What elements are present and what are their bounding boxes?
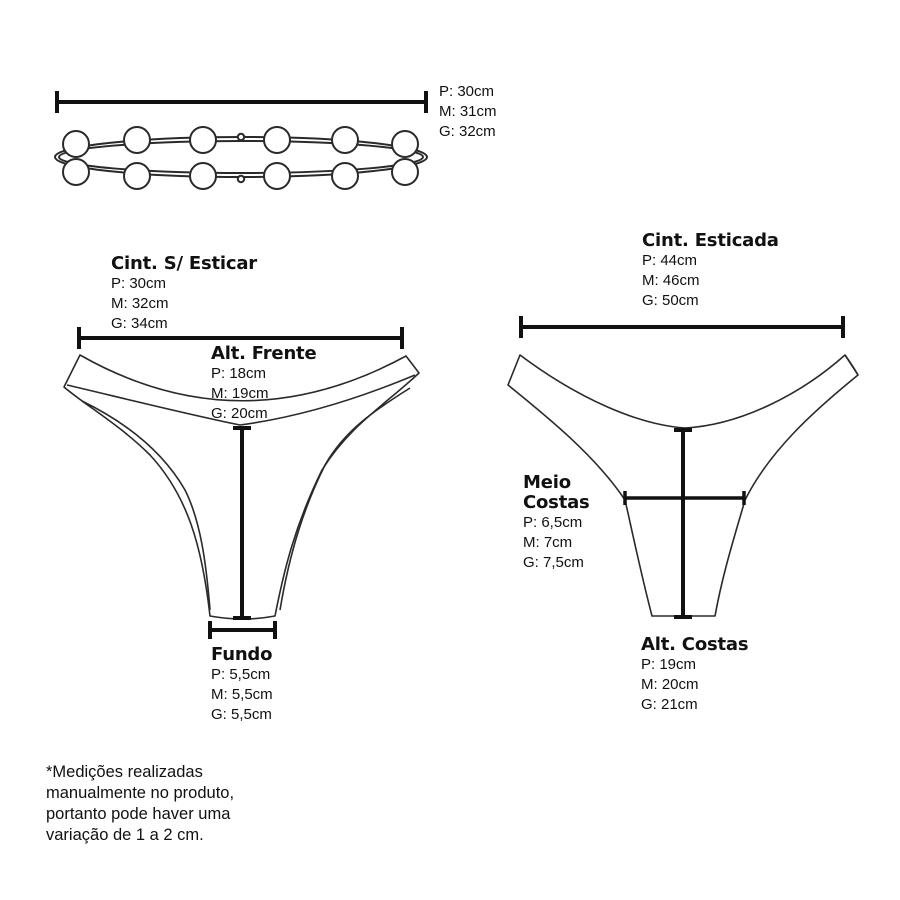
chain-bead [123, 126, 151, 154]
chain-clasp-ring [236, 174, 246, 184]
front-bottom-title: Fundo [211, 644, 273, 665]
back-waist-m: M: 46cm [642, 272, 700, 289]
chain-bead [189, 162, 217, 190]
front-height-title: Alt. Frente [211, 343, 317, 364]
chain-bead [331, 162, 359, 190]
back-height-g: G: 21cm [641, 696, 698, 713]
front-height-g: G: 20cm [211, 405, 268, 422]
back-height-label: Alt. Costas P: 19cm M: 20cm G: 21cm [641, 634, 749, 715]
front-bottom-label: Fundo P: 5,5cm M: 5,5cm G: 5,5cm [211, 645, 273, 725]
front-height-line [233, 426, 251, 620]
back-mid-title-line1: Meio [523, 472, 571, 493]
chain-measure-line [55, 91, 428, 113]
chain-bead [189, 126, 217, 154]
footnote-line-4: variação de 1 a 2 cm. [46, 826, 204, 844]
footnote-line-3: portanto pode haver uma [46, 805, 231, 823]
back-height-title: Alt. Costas [641, 634, 749, 655]
back-height-m: M: 20cm [641, 676, 699, 693]
back-waist-p: P: 44cm [642, 252, 698, 269]
back-waist-line [519, 316, 845, 338]
chain-bead [263, 162, 291, 190]
front-waist-title: Cint. S/ Esticar [111, 253, 257, 274]
front-bottom-m: M: 5,5cm [211, 686, 273, 703]
front-bottom-width-line [208, 621, 277, 639]
front-height-m: M: 19cm [211, 385, 269, 402]
chain-clasp-ring [236, 132, 246, 142]
back-waist-g: G: 50cm [642, 292, 699, 309]
front-waist-m: M: 32cm [111, 295, 169, 312]
chain-bead [62, 158, 90, 186]
chain-size-g: G: 32cm [439, 123, 496, 140]
front-height-p: P: 18cm [211, 365, 267, 382]
chain-bead [391, 130, 419, 158]
back-waist-label: Cint. Esticada P: 44cm M: 46cm G: 50cm [642, 231, 779, 311]
back-height-line [674, 428, 692, 619]
front-waist-line [77, 327, 404, 349]
chain-bead [123, 162, 151, 190]
back-height-p: P: 19cm [641, 656, 697, 673]
back-mid-g: G: 7,5cm [523, 554, 584, 571]
front-bottom-p: P: 5,5cm [211, 666, 271, 683]
front-waist-g: G: 34cm [111, 315, 168, 332]
chain-illustration [54, 126, 428, 190]
back-mid-line [623, 491, 746, 505]
chain-size-m: M: 31cm [439, 103, 497, 120]
front-waist-label: Cint. S/ Esticar P: 30cm M: 32cm G: 34cm [111, 254, 257, 334]
back-mid-p: P: 6,5cm [523, 514, 583, 531]
chain-bead [331, 126, 359, 154]
front-bottom-g: G: 5,5cm [211, 706, 272, 723]
chain-size-p: P: 30cm [439, 83, 495, 100]
footnote-line-1: *Medições realizadas [46, 763, 203, 781]
back-mid-label: Meio Costas P: 6,5cm M: 7cm G: 7,5cm [523, 473, 590, 573]
back-waist-title: Cint. Esticada [642, 230, 779, 251]
footnote-line-2: manualmente no produto, [46, 784, 235, 802]
chain-bead [391, 158, 419, 186]
front-waist-p: P: 30cm [111, 275, 167, 292]
chain-bead [263, 126, 291, 154]
back-mid-m: M: 7cm [523, 534, 573, 551]
back-mid-title-line2: Costas [523, 492, 590, 513]
front-height-label: Alt. Frente P: 18cm M: 19cm G: 20cm [211, 343, 317, 424]
chain-sizes: P: 30cm M: 31cm G: 32cm [439, 82, 497, 142]
footnote: *Medições realizadas manualmente no prod… [46, 762, 234, 846]
chain-bead [62, 130, 90, 158]
